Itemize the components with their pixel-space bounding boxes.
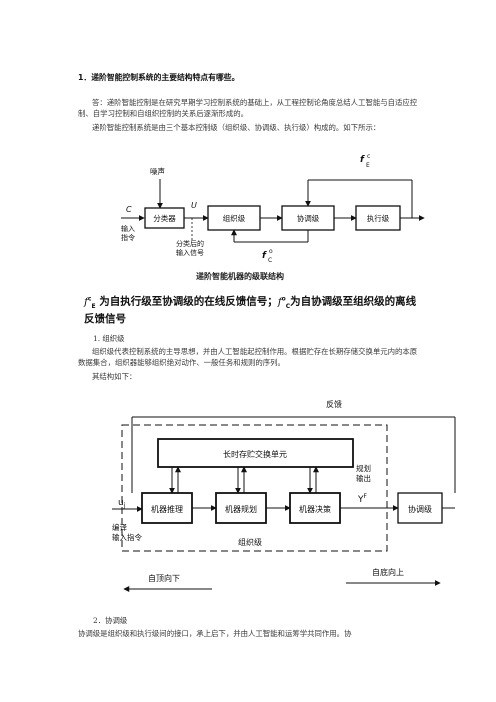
machine-decision-label: 机器决策 [299,504,331,514]
feedback-formula: fcE 为自执行级至协调级的在线反馈信号；foC为自协调级至组织级的离线反馈信号 [84,292,424,326]
memory-unit-label: 长时存贮交换单元 [223,449,287,459]
organization-level-label: 组织级 [238,537,262,547]
noise-label: 噪声 [150,166,165,176]
answer-paragraph-2: 递阶智能控制系统是由三个基本控制级（组织级、协调级、执行级）构成的。如下所示： [92,123,381,132]
coordination-block [281,205,335,231]
fe-label: f [360,155,365,165]
section2-paragraph-1: 协调级是组织级和执行级间的接口，承上启下，并由人工智能和运筹学共同作用。协 [78,629,352,638]
formula-part-1: 为自执行级至协调级的在线反馈信号； [99,295,278,308]
bottom-up-label: 自底向上 [372,567,404,577]
fe-sup: c [367,153,370,160]
section2-heading: 2．协调级 [93,616,128,625]
machine-decision-block [289,492,341,524]
diagram1-caption: 递阶智能机器的级联结构 [196,272,284,281]
fc-sup: o [269,248,273,255]
u-label: U [191,201,197,210]
input-label-2: 指令 [121,233,135,242]
fc-label: f [262,251,267,261]
organization-label: 组织级 [223,213,246,223]
execution-label: 执行级 [367,213,390,223]
after-class-label-2: 输入信号 [176,248,204,257]
organization-level-diagram: 反馈 长时存贮交换单元 规划 输出 uj 编译 输入指令 机器推理 机器规划 机… [112,399,456,592]
organization-boundary [121,424,388,552]
feedback-label: 反馈 [326,399,342,409]
after-class-label-1: 分类后的 [176,239,204,248]
machine-planning-label: 机器规划 [225,504,257,514]
encode-label-1: 编译 [112,522,127,532]
top-down-label: 自顶向下 [148,573,180,583]
memory-unit-block [157,438,354,468]
coordination-level-block [397,492,443,524]
uj-label: uj [118,498,126,509]
plan-output-label-1: 规划 [356,463,371,473]
machine-planning-block [215,492,267,524]
fe-symbol: fcE [84,295,96,310]
fc-sub: C [268,257,272,264]
plan-output-label-2: 输出 [356,473,371,483]
input-label-1: 输入 [121,224,135,233]
machine-reasoning-label: 机器推理 [151,504,183,514]
coordination-level-label: 协调级 [408,504,432,514]
encode-label-2: 输入指令 [112,532,142,542]
fe-sub: E [366,162,370,169]
answer-paragraph-1: 答：递阶智能控制是在研究早期学习控制系统的基础上，从工程控制论角度总结人工智能与… [78,98,418,118]
yf-label: YF [357,493,368,505]
input-c-label: C [126,205,132,214]
fc-symbol: foC [277,295,291,310]
coordination-label: 协调级 [297,213,320,223]
question-title: 1．递阶智能控制系统的主要结构特点有哪些。 [78,73,240,82]
section1-paragraph-1: 组织级代表控制系统的主导思想，并由人工智能起控制作用。根据贮存在长期存储交换单元… [78,347,418,367]
section1-heading: 1. 组织级 [93,334,125,343]
classifier-label: 分类器 [153,213,176,223]
machine-reasoning-block [141,492,193,524]
section1-paragraph-2: 其结构如下： [92,372,137,381]
formula-part-2: 为自协调级至组织级的离线反馈信号 [84,295,417,325]
cascade-structure-diagram: 噪声 C 输入 指令 分类器 U 分类后的 输入信号 组织级 协调级 执行级 f… [121,153,425,264]
